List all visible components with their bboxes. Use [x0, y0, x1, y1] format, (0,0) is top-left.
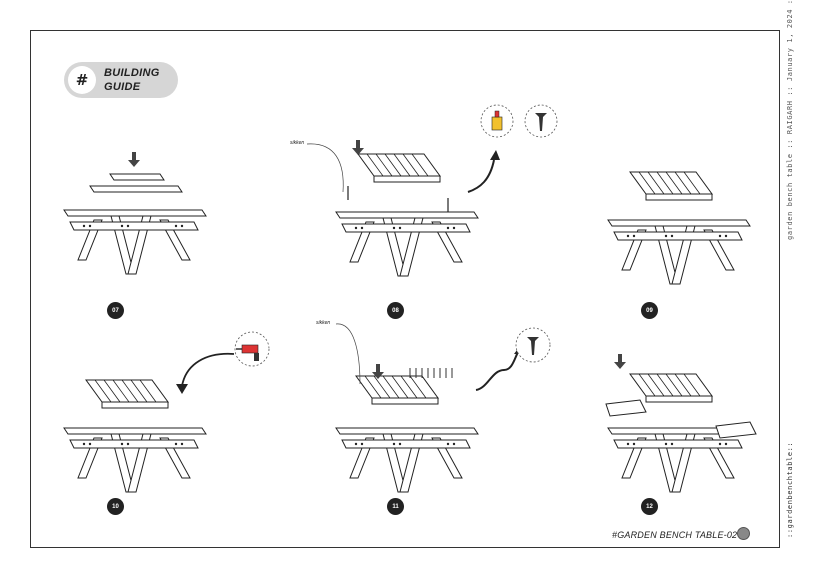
- step-12-illustration: [605, 354, 757, 493]
- annotation-label: sikken: [316, 320, 331, 326]
- document-caption: #GARDEN BENCH TABLE-02: [612, 530, 738, 540]
- step-badge: 07: [107, 302, 124, 319]
- step-badge: 11: [387, 498, 404, 515]
- page-frame: [30, 30, 780, 548]
- step-badge: 08: [387, 302, 404, 319]
- step-badge: 09: [641, 302, 658, 319]
- step-badge: 12: [641, 498, 658, 515]
- step-07-illustration: [63, 152, 207, 275]
- hash-icon: #: [68, 66, 96, 94]
- sidebar-brand-text: ::gardenbenchtable::: [786, 441, 794, 538]
- step-08-illustration: [335, 140, 500, 277]
- screw-icon: [524, 104, 558, 138]
- brand-logo-icon: [737, 527, 750, 540]
- annotation-leader: [306, 143, 344, 193]
- screw-icon: [515, 327, 551, 363]
- glue-bottle-icon: [480, 104, 514, 138]
- annotation-leader: [335, 323, 361, 385]
- building-guide-badge: # BUILDING GUIDE: [64, 62, 178, 98]
- badge-title: BUILDING GUIDE: [104, 67, 160, 93]
- sidebar-meta-text: garden bench table :: RAIGARH :: January…: [786, 0, 794, 240]
- annotation-label: sikken: [290, 140, 305, 146]
- step-09-illustration: [607, 171, 751, 285]
- step-11-illustration: [335, 364, 479, 493]
- step-10-arrow: [176, 352, 235, 394]
- drill-icon: [234, 331, 270, 367]
- step-badge: 10: [107, 498, 124, 515]
